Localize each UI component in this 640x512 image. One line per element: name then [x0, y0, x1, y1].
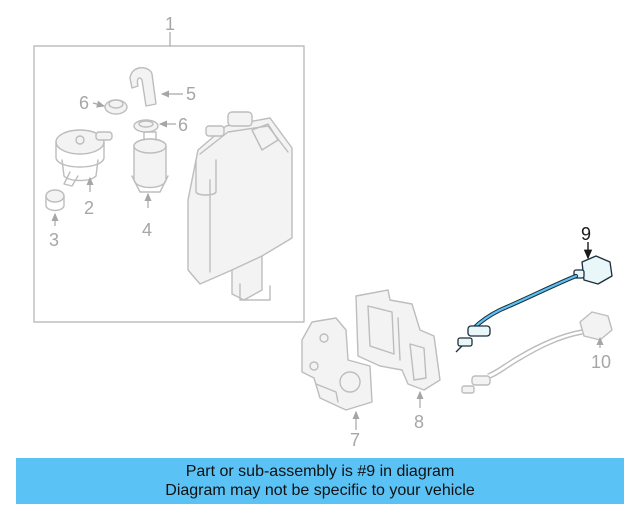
assembly-box-1	[33, 32, 305, 323]
filter-part-4	[131, 131, 169, 208]
callout-1[interactable]: 1	[165, 14, 175, 34]
callout-10[interactable]: 10	[591, 352, 611, 372]
cap-part-3	[45, 189, 65, 226]
bracket-part-7	[301, 317, 373, 430]
callout-6-left[interactable]: 6	[79, 93, 89, 113]
callout-9[interactable]: 9	[581, 224, 591, 244]
sensor-part-10	[461, 311, 613, 394]
callout-6-right[interactable]: 6	[178, 115, 188, 135]
callout-2[interactable]: 2	[84, 198, 94, 218]
clamp-part-6-left	[92, 99, 128, 115]
callout-4[interactable]: 4	[142, 220, 152, 240]
callout-8[interactable]: 8	[414, 412, 424, 432]
callout-7[interactable]: 7	[350, 430, 360, 450]
sensor-part-9[interactable]	[455, 242, 613, 353]
banner-line-2: Diagram may not be specific to your vehi…	[165, 482, 475, 499]
valve-part-2	[55, 129, 113, 192]
banner-line-1: Part or sub-assembly is #9 in diagram	[185, 463, 455, 480]
hose-part-5	[129, 67, 183, 107]
info-banner: Part or sub-assembly is #9 in diagram Di…	[16, 458, 624, 504]
clamp-part-6-right	[133, 119, 176, 133]
callout-5[interactable]: 5	[186, 84, 196, 104]
callout-3[interactable]: 3	[49, 230, 59, 250]
canister-body	[187, 111, 293, 301]
bracket-part-8	[355, 289, 441, 408]
